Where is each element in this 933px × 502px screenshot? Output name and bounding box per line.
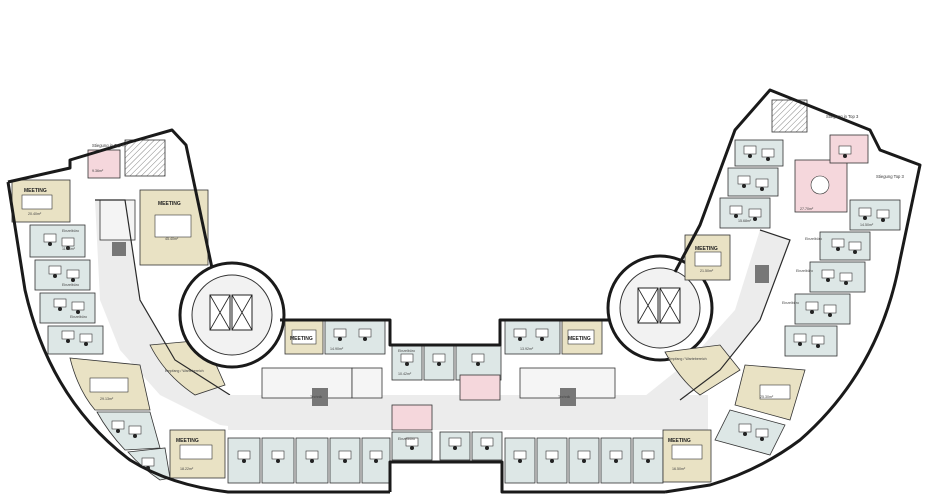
meeting-label: MEETING bbox=[290, 336, 313, 342]
meeting-label: MEETING bbox=[176, 438, 199, 444]
left-inner-wall bbox=[95, 199, 231, 396]
area-label: 16.50m² bbox=[672, 467, 686, 471]
top-right-label: Stiegung Top 3 bbox=[876, 174, 905, 179]
left-rotunda bbox=[178, 261, 286, 369]
office-room bbox=[96, 411, 161, 451]
wc-block bbox=[99, 199, 136, 241]
office-room bbox=[47, 325, 104, 355]
office-room bbox=[29, 224, 86, 258]
right-outer-wall bbox=[664, 88, 922, 494]
reception-right bbox=[664, 344, 741, 396]
shaft bbox=[560, 388, 576, 406]
meeting-label: MEETING bbox=[158, 201, 181, 207]
stair-right-label: Stiegung in Top 3 bbox=[826, 114, 859, 119]
technik-label: Technik bbox=[558, 395, 570, 399]
lounge bbox=[87, 149, 121, 179]
area-label: 20.40m² bbox=[28, 212, 42, 216]
right-inner-wall bbox=[679, 229, 791, 401]
shaft bbox=[755, 265, 769, 283]
central-block bbox=[227, 318, 712, 494]
bottom-office-row bbox=[227, 429, 712, 484]
stair-left bbox=[124, 139, 166, 177]
central-upper-wall bbox=[280, 318, 612, 347]
meeting-table bbox=[89, 377, 129, 393]
meeting-table bbox=[567, 329, 595, 345]
room-label: Einzelbüro bbox=[398, 437, 415, 441]
meeting-label: MEETING bbox=[24, 188, 47, 194]
reception-label: Empfang / Wartebereich bbox=[165, 369, 204, 373]
area-label: 45.40m² bbox=[165, 237, 179, 241]
meeting-table bbox=[21, 194, 53, 210]
central-lower-wall bbox=[388, 460, 665, 494]
area-label: 11.35m² bbox=[62, 247, 76, 251]
labels: Stiegung in Top 7 Stiegung in Top 3 Stie… bbox=[24, 114, 905, 471]
meeting-label: MEETING bbox=[568, 336, 591, 342]
stair-right bbox=[771, 99, 808, 133]
area-label: 29.13m² bbox=[100, 397, 114, 401]
area-label: 21.50m² bbox=[700, 269, 714, 273]
meeting-table bbox=[291, 329, 317, 345]
right-corridor bbox=[640, 230, 790, 430]
lounge bbox=[459, 374, 501, 401]
area-label: 14.50m² bbox=[860, 223, 874, 227]
wc-block bbox=[261, 367, 353, 399]
room-label: Einzelbüro bbox=[62, 229, 79, 233]
meeting-table bbox=[179, 444, 213, 460]
meeting-table bbox=[154, 214, 192, 238]
left-outer-wall bbox=[7, 128, 214, 269]
lounge bbox=[829, 134, 869, 164]
shaft bbox=[312, 388, 328, 406]
area-label: 14.90m² bbox=[330, 347, 344, 351]
reception-label: Empfang / Wartebereich bbox=[668, 357, 707, 361]
round-table bbox=[810, 175, 830, 195]
room-label: Einzelbüro bbox=[398, 349, 415, 353]
area-label: 25.30m² bbox=[760, 395, 774, 399]
kitchen bbox=[351, 367, 383, 399]
room-label: Einzelbüro bbox=[782, 301, 799, 305]
meeting-table bbox=[671, 444, 703, 460]
area-label: 15.68m² bbox=[738, 219, 752, 223]
technik-label: Technik bbox=[310, 395, 322, 399]
stair-left-label: Stiegung in Top 7 bbox=[92, 143, 125, 148]
right-outer-offices bbox=[684, 134, 901, 456]
office-room bbox=[34, 259, 91, 291]
room-label: Einzelbüro bbox=[805, 237, 822, 241]
meeting-table bbox=[694, 251, 722, 267]
left-outer-wall-curve bbox=[6, 181, 390, 494]
right-wing bbox=[640, 88, 922, 494]
right-rotunda bbox=[606, 254, 714, 362]
area-label: 18.22m² bbox=[180, 467, 194, 471]
room-label: Einzelbüro bbox=[796, 269, 813, 273]
area-label: 10.42m² bbox=[398, 372, 412, 376]
meeting-label: MEETING bbox=[695, 246, 718, 252]
meeting-table bbox=[759, 384, 791, 400]
meeting-label: MEETING bbox=[668, 438, 691, 444]
room-label: Einzelbüro bbox=[62, 283, 79, 287]
area-label: 9.36m² bbox=[92, 169, 104, 173]
office-room bbox=[39, 292, 96, 324]
lounge bbox=[391, 404, 433, 431]
area-label: 27.70m² bbox=[800, 207, 814, 211]
room-label: Einzelbüro bbox=[70, 315, 87, 319]
area-label: 13.92m² bbox=[520, 347, 534, 351]
shaft bbox=[112, 242, 126, 256]
